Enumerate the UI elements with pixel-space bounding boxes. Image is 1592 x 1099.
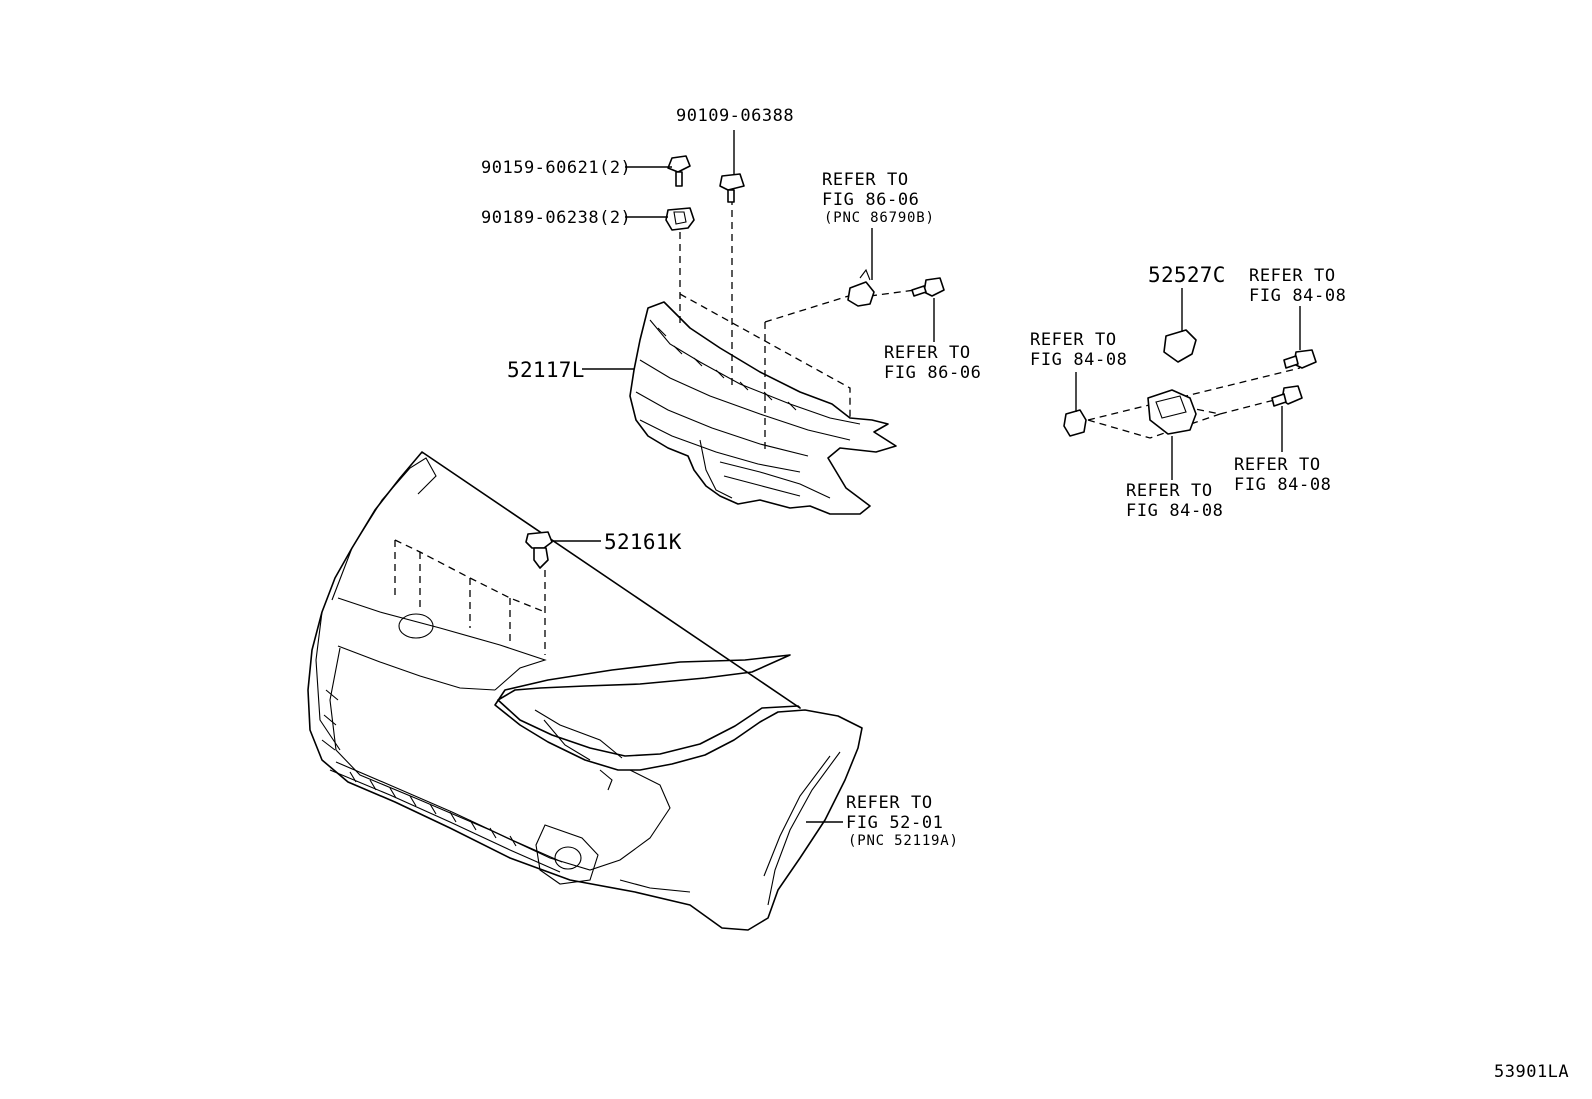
refer-to-52-01-line1: REFER TO bbox=[846, 793, 933, 813]
bolt-90109-icon bbox=[719, 173, 745, 203]
label-90109-06388[interactable]: 90109-06388 bbox=[676, 106, 794, 126]
screw-lower-icon bbox=[1271, 385, 1303, 407]
refer-to-84-08-c-fig[interactable]: FIG 84-08 bbox=[1234, 475, 1332, 495]
refer-to-52-01-fig[interactable]: FIG 52-01 bbox=[846, 813, 944, 833]
refer-to-86-06-b-line1: REFER TO bbox=[884, 343, 971, 363]
screw-upper-icon bbox=[1283, 349, 1317, 369]
sensor-bracket-icon bbox=[847, 268, 875, 307]
refer-to-86-06-a-fig[interactable]: FIG 86-06 bbox=[822, 190, 920, 210]
label-52117L[interactable]: 52117L bbox=[507, 358, 585, 382]
refer-to-84-08-b-fig[interactable]: FIG 84-08 bbox=[1030, 350, 1128, 370]
label-90159-60621[interactable]: 90159-60621(2) bbox=[481, 158, 631, 178]
refer-to-84-08-a-fig[interactable]: FIG 84-08 bbox=[1249, 286, 1347, 306]
diagram-id: 53901LA bbox=[1494, 1062, 1569, 1082]
retainer-fastener-lines bbox=[679, 198, 916, 450]
bumper-cover bbox=[307, 451, 863, 931]
screw-icon bbox=[911, 277, 945, 297]
refer-to-86-06-a-pnc: (PNC 86790B) bbox=[824, 210, 935, 226]
sensor-group bbox=[1087, 367, 1301, 439]
refer-to-84-08-a-line1: REFER TO bbox=[1249, 266, 1336, 286]
label-52161K[interactable]: 52161K bbox=[604, 530, 682, 554]
clip-90189-icon bbox=[665, 207, 695, 231]
sensor-module-icon bbox=[1147, 389, 1197, 435]
refer-to-84-08-c-line1: REFER TO bbox=[1234, 455, 1321, 475]
refer-to-52-01-pnc: (PNC 52119A) bbox=[848, 833, 959, 849]
nut-icon bbox=[1063, 409, 1087, 437]
bumper-clip-lines bbox=[394, 539, 546, 655]
refer-to-84-08-b-line1: REFER TO bbox=[1030, 330, 1117, 350]
leader-lines bbox=[551, 130, 1301, 823]
sensor-52527C-icon bbox=[1163, 329, 1197, 363]
label-52527C[interactable]: 52527C bbox=[1148, 263, 1226, 287]
refer-to-84-08-d-line1: REFER TO bbox=[1126, 481, 1213, 501]
bolt-90159-icon bbox=[667, 155, 691, 187]
refer-to-86-06-b-fig[interactable]: FIG 86-06 bbox=[884, 363, 982, 383]
retainer-52117L bbox=[629, 301, 897, 515]
refer-to-86-06-a-line1: REFER TO bbox=[822, 170, 909, 190]
clip-52161K-icon bbox=[525, 531, 553, 569]
label-90189-06238[interactable]: 90189-06238(2) bbox=[481, 208, 631, 228]
refer-to-84-08-d-fig[interactable]: FIG 84-08 bbox=[1126, 501, 1224, 521]
